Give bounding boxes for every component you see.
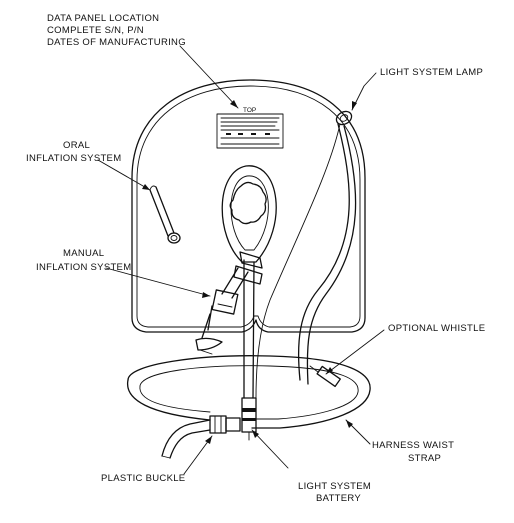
manual-line-2: INFLATION SYSTEM — [36, 262, 131, 273]
callout-light-battery: LIGHT SYSTEM BATTERY — [298, 481, 371, 504]
callout-harness-strap: HARNESS WAIST STRAP — [372, 440, 454, 464]
light-system-battery — [241, 397, 257, 441]
oral-line-2: INFLATION SYSTEM — [26, 153, 121, 164]
light-system — [255, 110, 357, 399]
callout-manual-inflation: MANUAL INFLATION SYSTEM — [36, 248, 131, 273]
data-panel-line-1: DATA PANEL LOCATION — [47, 13, 159, 24]
data-panel-line-3: DATES OF MANUFACTURING — [47, 37, 186, 48]
callout-data-panel: DATA PANEL LOCATION COMPLETE S/N, P/N DA… — [47, 13, 186, 48]
neck-opening — [221, 165, 277, 399]
harness-line-1: HARNESS WAIST — [372, 440, 454, 451]
plastic-buckle — [209, 415, 241, 434]
battery-line-1: LIGHT SYSTEM — [298, 481, 371, 492]
data-panel-plate: TOP — [216, 107, 284, 149]
callout-light-lamp: LIGHT SYSTEM LAMP — [380, 67, 483, 78]
manual-inflation-system — [195, 251, 263, 355]
harness-line-2: STRAP — [408, 453, 441, 464]
callout-plastic-buckle: PLASTIC BUCKLE — [101, 473, 185, 484]
harness-waist-strap — [127, 355, 371, 459]
callout-optional-whistle: OPTIONAL WHISTLE — [388, 323, 485, 334]
callout-oral-inflation: ORAL INFLATION SYSTEM — [26, 140, 121, 164]
oral-line-1: ORAL — [63, 140, 90, 151]
oral-inflation-tube — [149, 185, 181, 244]
leader-lines — [97, 45, 385, 475]
battery-line-2: BATTERY — [316, 493, 361, 504]
manual-line-1: MANUAL — [63, 248, 104, 259]
plate-top-label: TOP — [243, 107, 256, 114]
data-panel-line-2: COMPLETE S/N, P/N — [47, 25, 144, 36]
